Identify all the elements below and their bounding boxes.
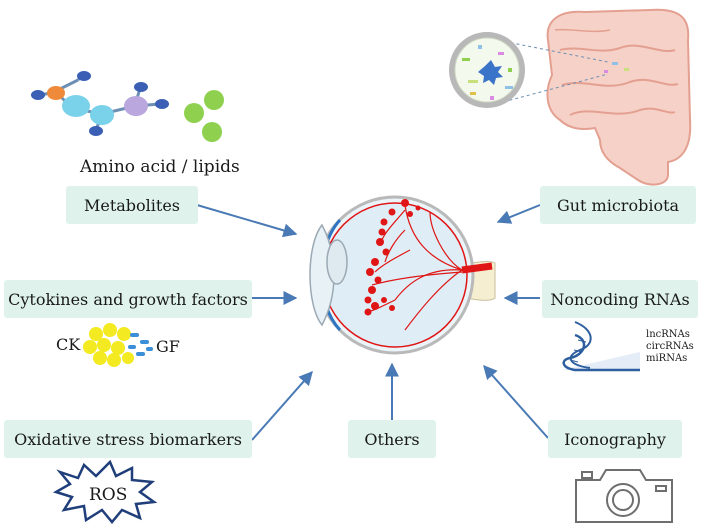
rna-strand-icon (562, 321, 640, 372)
amino-lipids-label: Amino acid / lipids (79, 157, 240, 177)
others-box: Others (348, 420, 436, 458)
iconography-label: Iconography (564, 429, 666, 449)
others-label: Others (364, 429, 420, 449)
microbe-dish-icon (449, 32, 609, 108)
lipid-droplets-icon (184, 90, 224, 142)
arrow-oxidative (251, 370, 313, 441)
cytokine-growth-factor-icon (83, 323, 153, 367)
arrow-gut-microbiota (496, 204, 541, 224)
arrow-metabolites (196, 204, 298, 238)
intestine-icon (546, 8, 692, 186)
circrnas-label: circRNAs (646, 341, 694, 352)
oxidative-stress-box: Oxidative stress biomarkers (4, 420, 252, 458)
arrows (196, 204, 549, 441)
microaneurysms (364, 199, 421, 316)
cytokines-label: Cytokines and growth factors (8, 289, 248, 309)
oxidative-stress-label: Oxidative stress biomarkers (14, 429, 242, 449)
eyeball-icon (309, 195, 496, 355)
noncoding-rnas-label: Noncoding RNAs (550, 289, 690, 309)
arrow-iconography (483, 364, 549, 439)
molecule-icon (31, 71, 169, 136)
lncrnas-label: lncRNAs (646, 329, 690, 340)
metabolites-box: Metabolites (66, 186, 198, 224)
gut-microbiota-label: Gut microbiota (556, 195, 680, 215)
ros-label: ROS (89, 485, 127, 505)
gf-label: GF (156, 337, 180, 356)
ck-label: CK (56, 335, 81, 354)
cytokines-box: Cytokines and growth factors (4, 280, 252, 318)
iconography-box: Iconography (548, 420, 682, 458)
mirnas-label: miRNAs (646, 353, 687, 364)
gut-microbiota-box: Gut microbiota (540, 186, 696, 224)
metabolites-label: Metabolites (83, 195, 181, 215)
camera-icon (575, 469, 673, 523)
ros-starburst-icon (52, 459, 158, 524)
noncoding-rnas-box: Noncoding RNAs (542, 280, 698, 318)
retinal-vessels (367, 204, 463, 331)
